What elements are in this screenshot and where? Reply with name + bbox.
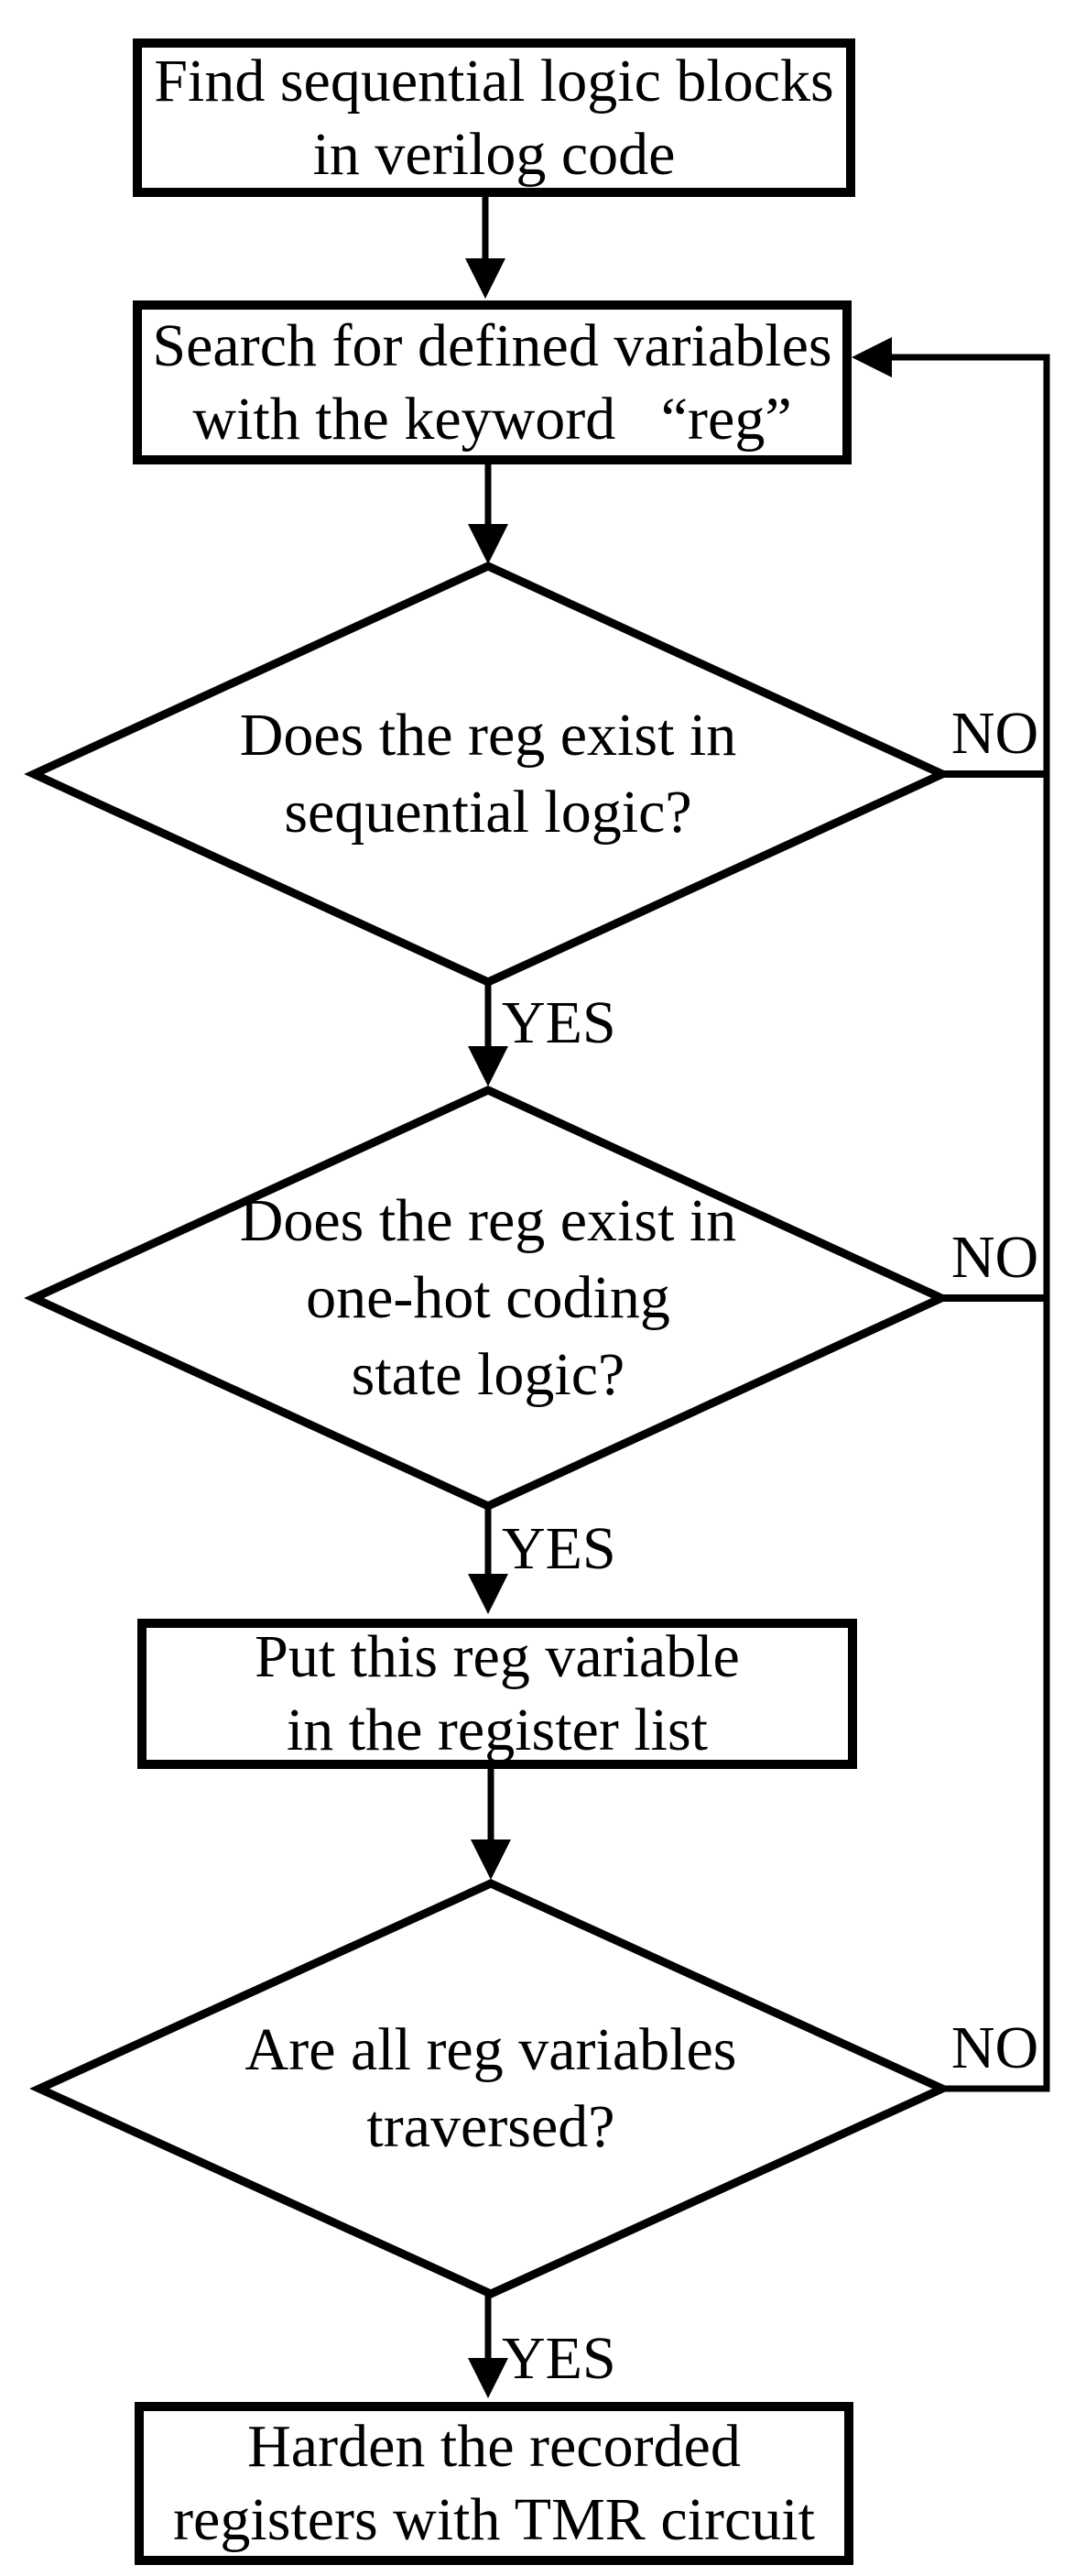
label-no-decision1: NO <box>950 700 1039 767</box>
arrowhead-down-icon <box>465 258 505 299</box>
arrowhead-down-icon <box>471 1839 511 1880</box>
label-no-decision2: NO <box>950 1224 1039 1291</box>
label-yes-decision3: YES <box>502 2325 616 2392</box>
node-text-line: in the register list <box>286 1697 709 1763</box>
label-no-decision3: NO <box>950 2014 1039 2081</box>
process-box-put-register-list: Put this reg variable in the register li… <box>137 1619 857 1769</box>
node-text-line: state logic? <box>351 1341 625 1408</box>
decision-text-sequential-logic: Does the reg exist in sequential logic? <box>168 697 809 851</box>
arrowhead-down-icon <box>468 1046 508 1086</box>
node-text-line: with the keyword “reg” <box>192 385 792 453</box>
node-text-line: Search for defined variables <box>152 311 832 379</box>
label-yes-decision1: YES <box>502 989 616 1056</box>
process-box-search-reg: Search for defined variables with the ke… <box>133 300 852 464</box>
decision-text-onehot-state-logic: Does the reg exist in one-hot coding sta… <box>168 1183 809 1414</box>
node-text-line: Does the reg exist in <box>239 702 737 769</box>
feedback-loop-line <box>885 354 1050 2092</box>
arrowhead-down-icon <box>468 524 508 564</box>
node-text-line: Put this reg variable <box>255 1623 740 1690</box>
node-text-line: Harden the recorded <box>247 2413 741 2480</box>
node-text-line: in verilog code <box>312 120 676 188</box>
process-box-harden-tmr: Harden the recorded registers with TMR c… <box>135 2402 853 2565</box>
arrowhead-left-icon <box>852 337 892 377</box>
node-text-line: sequential logic? <box>284 779 692 846</box>
node-text-line: one-hot coding <box>306 1264 670 1331</box>
arrowhead-down-icon <box>468 1574 508 1614</box>
label-yes-decision2: YES <box>502 1515 616 1582</box>
decision-text-all-traversed: Are all reg variables traversed? <box>170 2012 811 2166</box>
node-text-line: Are all reg variables <box>244 2016 737 2083</box>
arrowhead-down-icon <box>468 2358 508 2398</box>
node-text-line: traversed? <box>366 2093 615 2160</box>
node-text-line: Find sequential logic blocks <box>154 47 834 115</box>
process-box-find-blocks: Find sequential logic blocks in verilog … <box>133 38 855 197</box>
node-text-line: Does the reg exist in <box>239 1187 737 1254</box>
node-text-line: registers with TMR circuit <box>173 2486 815 2553</box>
